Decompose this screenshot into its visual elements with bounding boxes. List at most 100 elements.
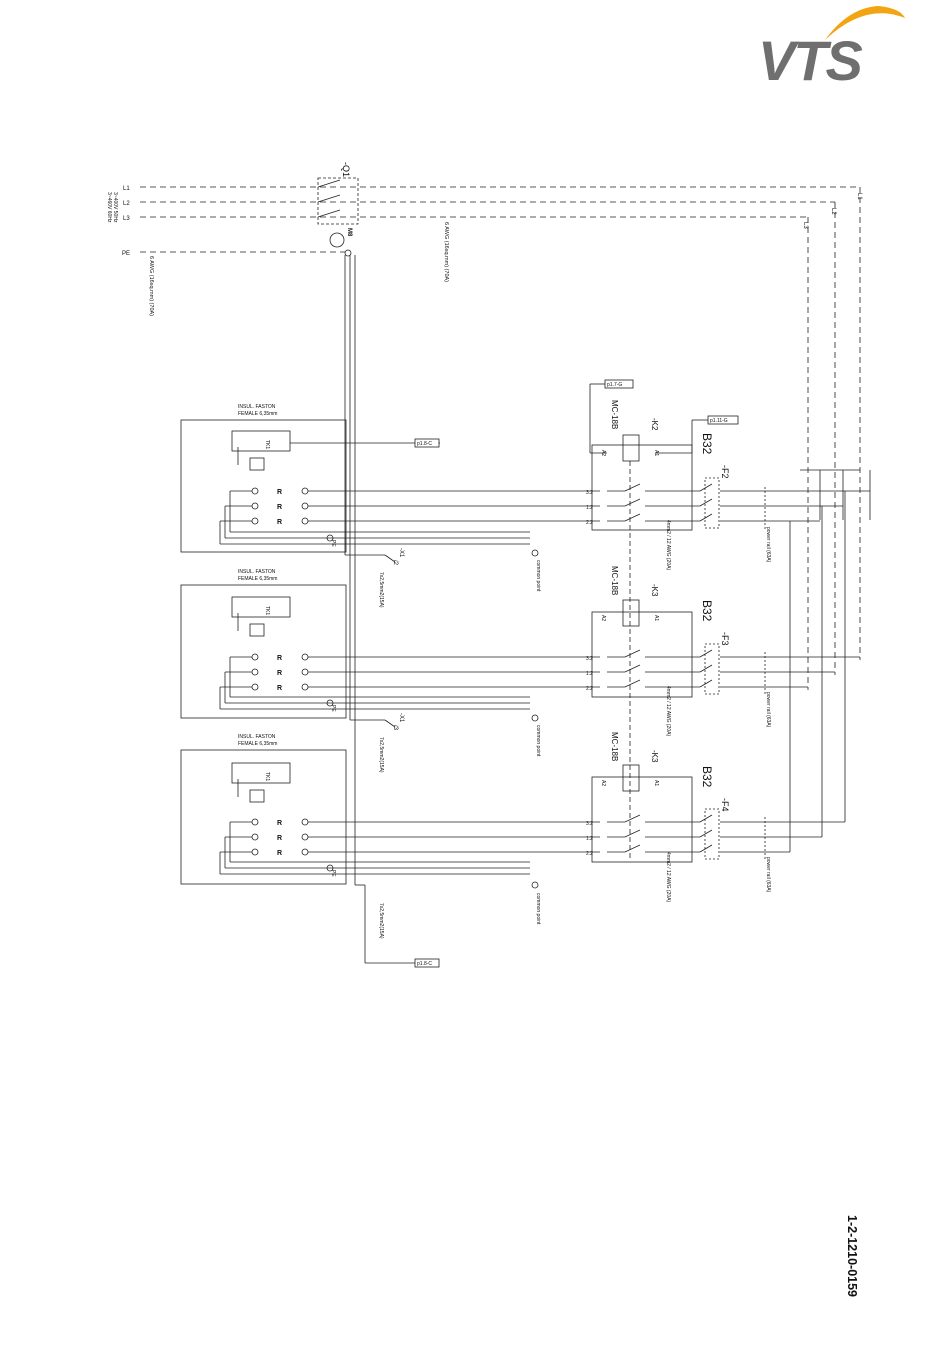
k2-a2: A2 [600,450,606,456]
contactor-k3a-box [591,611,693,698]
pe-cable-spec: 6 AWG (16sq.mm) (70A) [148,256,154,316]
heater-2-tk: TK1 [264,606,270,615]
k3a-cable: 4mm2 / 12 AWG (20A) [665,686,671,736]
heater-1-r1: R [277,489,282,496]
breaker-f2-contacts [699,477,870,529]
document-number: 1-2-1210-0159 [845,1215,885,1305]
supply-label-pe: PE [122,251,130,257]
k3b-a1: A1 [653,780,659,786]
heater-2-r1: R [277,655,282,662]
k3a-a1: A1 [653,615,659,621]
k3b-coil [622,764,640,792]
k3a-a2: A2 [600,615,606,621]
right-label-l2: L2 [830,208,836,215]
heater-2-faston2: FEMALE 6,35mm [238,576,277,582]
heater-3-box [180,749,347,885]
heater-3-faston2: FEMALE 6,35mm [238,741,277,747]
heater-3-cable: 7x2,5mm2(15A) [378,903,384,939]
heater-2-box [180,584,347,719]
supply-label-l1: L1 [123,186,130,192]
right-label-l3: L3 [802,222,808,229]
vts-logo [750,0,920,95]
ref-heater-1: p1.8-C [417,441,432,447]
ref-box-top-2 [707,415,739,425]
heater-2-in-3: 2.2 [586,686,593,692]
q1-switch-body [317,177,359,225]
f3-rail: power rail (63A) [765,692,771,728]
heater-2-x1: -X1 [398,713,404,723]
heater-1-in-3: 2.2 [586,520,593,526]
k2-cable: 4mm2 / 12 AWG (20A) [665,520,671,570]
heater-1-x1: -X1 [398,548,404,558]
breaker-f3-contacts [699,643,860,695]
heater-1-faston: INSUL. FASTON [238,404,276,410]
f4-rating: B32 [700,766,714,788]
heater-3-common: common point [535,893,541,925]
heater-3-in-1: 3.2 [586,821,593,827]
k3b-cable: 4mm2 / 12 AWG (20A) [665,852,671,902]
heater-2-in-1: 3.2 [586,656,593,662]
ref-top-1: p1.7-G [607,382,622,388]
ref-box-bottom [414,958,440,968]
f2-rating: B32 [700,433,714,455]
k3a-main-contacts [607,649,700,688]
contactor-k3b-box [591,776,693,863]
heater-1-r3: R [277,519,282,526]
heater-3-faston: INSUL. FASTON [238,734,276,740]
f4-rail: power rail (63A) [765,857,771,893]
f3-rating: B32 [700,600,714,622]
heater-1-faston2: FEMALE 6,35mm [238,411,277,417]
heater-3-r3: R [277,850,282,857]
heater-2-x1-term: /3 [392,725,398,731]
logo-text: VTS [758,29,863,92]
main-cable-spec: 6 AWG (16sq.mm) (70A) [443,222,449,282]
heater-3-internals [219,762,600,889]
k2-model: MC-18B [610,400,619,429]
heater-1-r2: R [277,504,282,511]
heater-3-pe: PE [330,870,336,877]
supply-label-l3: L3 [123,216,130,222]
pe-terminal-label: M8 [346,228,352,237]
heater-2-in-2: 1.2 [586,671,593,677]
q1-label: -Q1 [341,162,351,177]
k2-label: -K2 [650,418,659,431]
k3b-main-contacts [607,814,700,853]
heater-3-in-2: 1.2 [586,836,593,842]
k2-main-contacts [607,483,700,522]
f2-label: -F2 [720,465,730,479]
document-number-text: 1-2-1210-0159 [845,1215,859,1298]
pe-ground-terminal [329,232,345,248]
heater-2-pe: PE [330,705,336,712]
k3a-coil [622,599,640,627]
f2-rail: power rail (63A) [765,527,771,563]
heater-1-in-1: 3.2 [586,490,593,496]
heater-3-r1: R [277,820,282,827]
k3a-label: -K3 [650,584,659,597]
heater-3-r2: R [277,835,282,842]
heater-1-cable: 7x2,5mm2(15A) [378,572,384,608]
heater-1-tk: TK1 [264,440,270,449]
supply-label-l2: L2 [123,201,130,207]
heater-3-tk: TK1 [264,772,270,781]
ref-bottom: p1.8-C [417,961,432,967]
logo-swoosh [825,6,905,40]
supply-voltage-1: 3~400V 50Hz [112,192,118,223]
k2-coil [622,434,640,462]
heater-1-common: common point [535,560,541,592]
heater-2-faston: INSUL. FASTON [238,569,276,575]
supply-voltage-2: 3~460V 60Hz [106,192,112,223]
f4-label: -F4 [720,798,730,812]
heater-1-in-2: 1.2 [586,505,593,511]
heater-1-pe: PE [330,540,336,547]
ref-top-2: p1.11-G [710,418,728,424]
heater-2-common: common point [535,725,541,757]
heater-2-internals [219,596,600,722]
f3-label: -F3 [720,632,730,646]
k3a-model: MC-18B [610,566,619,595]
heater-1-box [180,419,347,553]
heater-1-x1-term: /2 [392,560,398,566]
ref-box-top-1 [604,379,634,389]
k2-a1: A1 [653,450,659,456]
k3b-label: -K3 [650,750,659,763]
